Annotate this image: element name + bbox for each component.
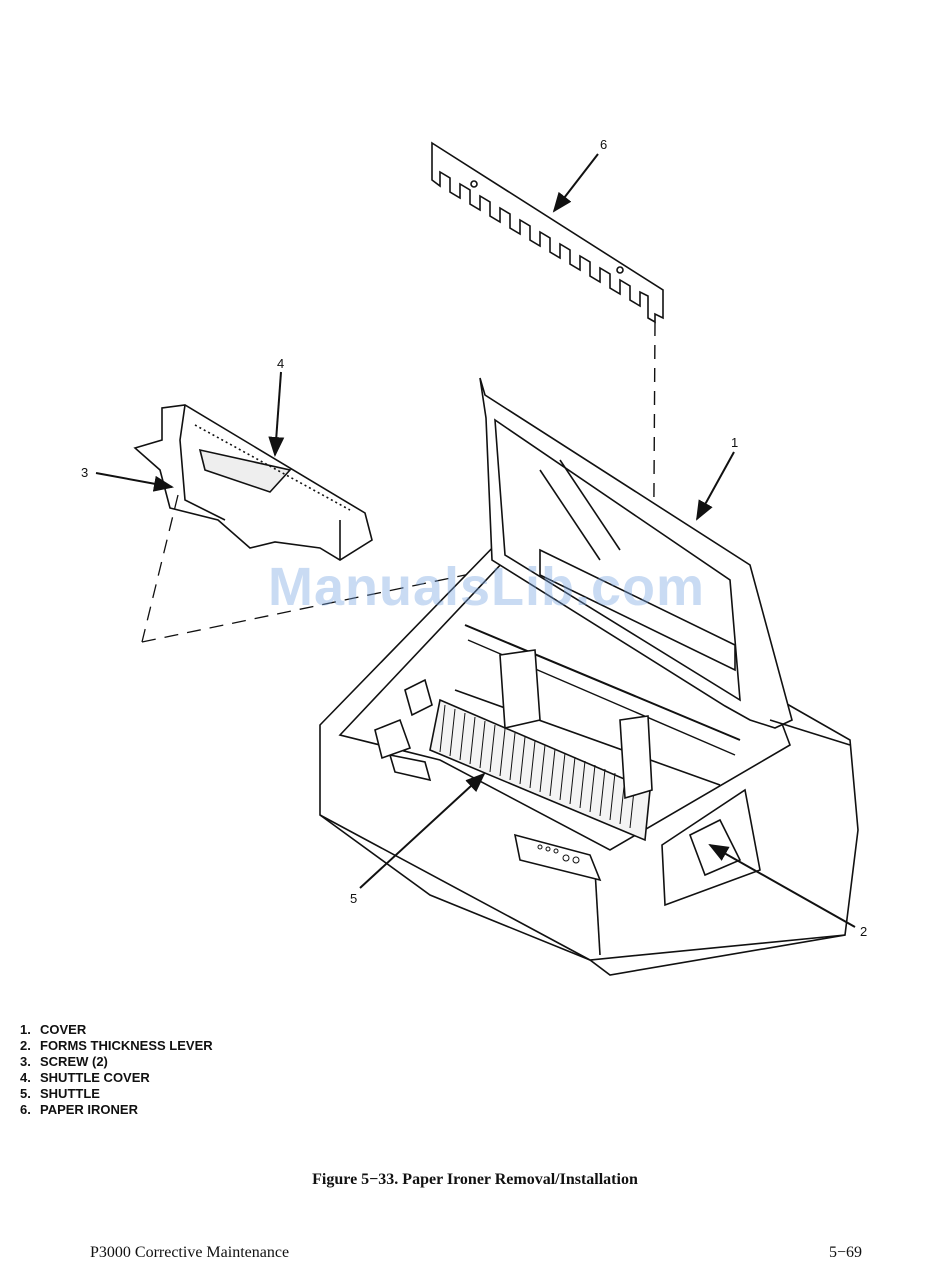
legend-item: 5.SHUTTLE xyxy=(20,1086,213,1102)
paper-ironer-drawing xyxy=(432,143,663,322)
legend-label: SHUTTLE COVER xyxy=(40,1070,150,1085)
callout-4: 4 xyxy=(277,356,284,371)
legend-label: FORMS THICKNESS LEVER xyxy=(40,1038,213,1053)
legend-number: 5. xyxy=(20,1086,40,1102)
figure-caption: Figure 5−33. Paper Ironer Removal/Instal… xyxy=(0,1171,950,1189)
legend-number: 6. xyxy=(20,1102,40,1118)
legend-label: COVER xyxy=(40,1022,86,1037)
legend-item: 3.SCREW (2) xyxy=(20,1054,213,1070)
callout-3: 3 xyxy=(81,465,88,480)
footer-title: P3000 Corrective Maintenance xyxy=(90,1244,289,1262)
legend-item: 1.COVER xyxy=(20,1022,213,1038)
watermark: ManualsLib.com xyxy=(268,556,705,618)
exploded-view-illustration: 6 4 3 1 5 2 xyxy=(0,0,950,1010)
legend-number: 3. xyxy=(20,1054,40,1070)
legend-number: 2. xyxy=(20,1038,40,1054)
printer-body-drawing xyxy=(320,378,858,975)
legend-item: 4.SHUTTLE COVER xyxy=(20,1070,213,1086)
callout-5: 5 xyxy=(350,891,357,906)
legend-number: 4. xyxy=(20,1070,40,1086)
page-number: 5−69 xyxy=(829,1244,862,1262)
legend-label: SCREW (2) xyxy=(40,1054,108,1069)
callout-1: 1 xyxy=(731,435,738,450)
shuttle-cover-drawing xyxy=(135,405,372,560)
legend-item: 6.PAPER IRONER xyxy=(20,1102,213,1118)
parts-legend: 1.COVER 2.FORMS THICKNESS LEVER 3.SCREW … xyxy=(20,1022,213,1118)
legend-label: SHUTTLE xyxy=(40,1086,100,1101)
legend-label: PAPER IRONER xyxy=(40,1102,138,1117)
callout-6: 6 xyxy=(600,137,607,152)
legend-number: 1. xyxy=(20,1022,40,1038)
callout-2: 2 xyxy=(860,924,867,939)
legend-item: 2.FORMS THICKNESS LEVER xyxy=(20,1038,213,1054)
